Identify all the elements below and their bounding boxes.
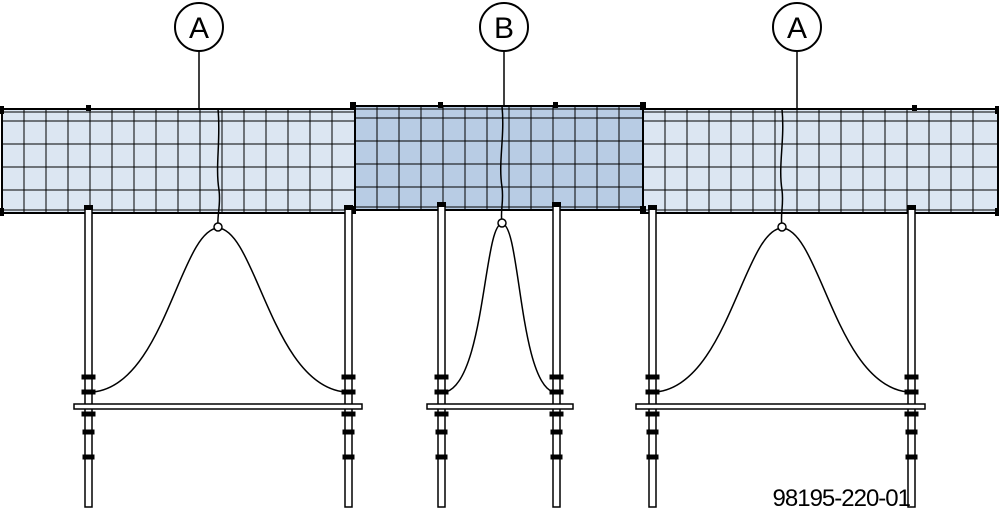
callout-middle-label: B [494,12,514,45]
panel-a-right-fill [642,108,999,214]
callout-middle-circle [479,2,529,52]
panel-b-grid [355,106,643,210]
panel-a-right-grid [643,109,998,213]
panel-b-fill [354,105,644,211]
cord-rings [213,218,787,232]
cord-left [92,227,346,393]
post-caps [84,202,916,210]
post-clamps [81,374,919,460]
support-posts [84,203,916,508]
base-crossbars [73,403,926,410]
net-strings [216,105,784,227]
post-3 [437,203,446,508]
callout-left: A [174,2,224,109]
panel-a-left-grid [2,109,355,213]
post-4 [552,203,561,508]
cord-middle [445,223,554,393]
callout-left-circle [174,2,224,52]
net-panel-a-left [1,108,356,214]
callout-left-label: A [189,12,209,45]
post-5 [648,206,657,508]
net-panel-b [354,105,644,211]
net-panel-a-right [642,108,999,214]
crossbar-middle [426,403,574,410]
callout-right: A [772,2,822,109]
callout-right-label: A [787,12,807,45]
tension-cords [92,223,909,393]
callout-middle: B [479,2,529,106]
callout-right-circle [772,2,822,52]
figure-id: 98195-220-01 [773,485,911,510]
post-2 [344,206,353,508]
post-1 [84,206,93,508]
cord-right [655,227,909,393]
post-6 [907,206,916,508]
crossbar-right [635,403,926,410]
crossbar-left [73,403,363,410]
